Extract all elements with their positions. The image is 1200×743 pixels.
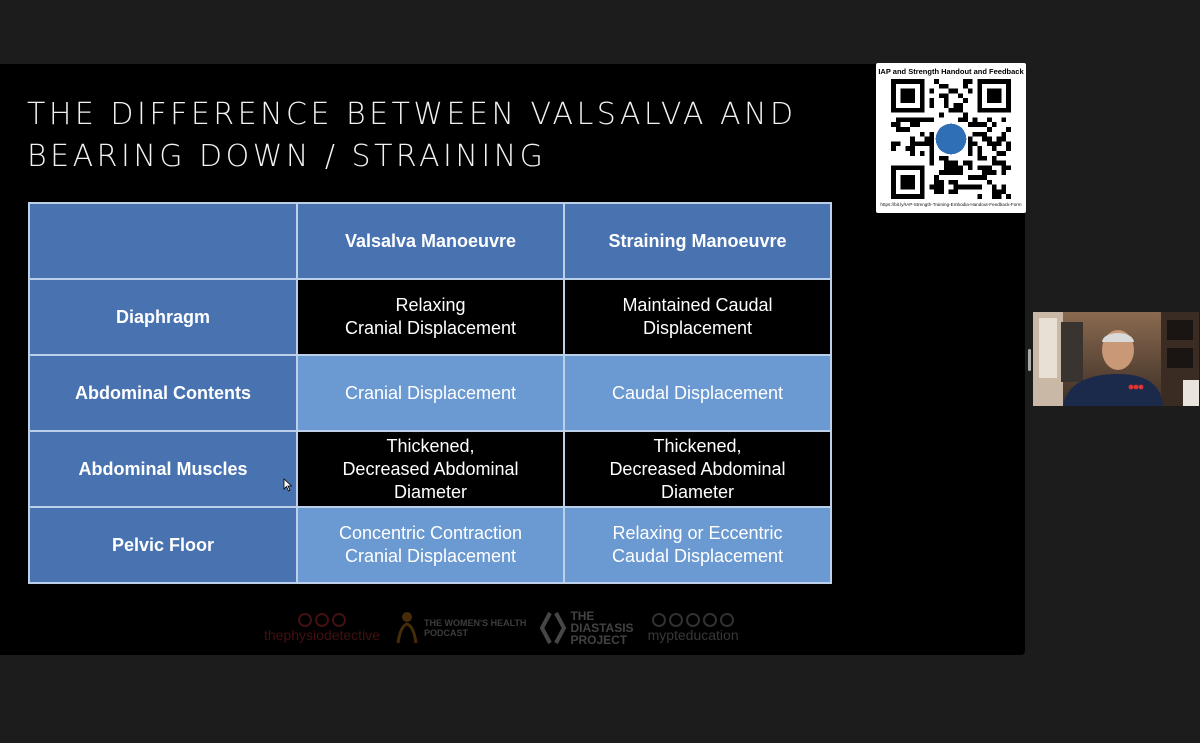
straining-cell: Maintained Caudal Displacement [563, 278, 832, 356]
circle-icon [652, 613, 667, 627]
circle-icon [720, 613, 735, 627]
slide-title: THE DIFFERENCE BETWEEN VALSALVA AND BEAR… [27, 94, 867, 178]
diastasis-line-1: THE [570, 609, 595, 623]
diastasis-line-2: DIASTASIS [570, 621, 634, 635]
womens-health-line-2: PODCAST [423, 628, 468, 638]
mouse-cursor-icon [283, 478, 293, 492]
participant-video-tile[interactable] [1033, 312, 1199, 406]
slide-title-line-1: THE DIFFERENCE BETWEEN VALSALVA AND [27, 97, 797, 132]
header-empty-cell [28, 202, 298, 280]
participant-avatar [1033, 312, 1199, 406]
diastasis-project-logo: THE DIASTASIS PROJECT [540, 609, 634, 647]
qr-card-title: IAP and Strength Handout and Feedback [878, 67, 1024, 76]
row-header-cell: Diaphragm [28, 278, 298, 356]
straining-cell: Thickened, Decreased Abdominal Diameter [563, 430, 832, 508]
womens-health-line-1: THE WOMEN'S HEALTH [423, 618, 527, 628]
valsalva-cell: Thickened, Decreased Abdominal Diameter [296, 430, 565, 508]
row-header-cell: Abdominal Contents [28, 354, 298, 432]
qr-code-card[interactable]: IAP and Strength Handout and Feedback ht… [876, 63, 1026, 213]
valsalva-cell: Concentric Contraction Cranial Displacem… [296, 506, 565, 584]
row-header-cell: Pelvic Floor [28, 506, 298, 584]
circle-icon [331, 613, 346, 627]
womens-health-podcast-logo: THE WOMEN'S HEALTH PODCAST [394, 611, 526, 645]
sponsor-logos: thephysiodetective THE WOMEN'S HEALTH PO… [264, 606, 744, 650]
shared-slide: THE DIFFERENCE BETWEEN VALSALVA AND BEAR… [0, 64, 1025, 655]
diastasis-line-3: PROJECT [570, 633, 628, 647]
video-resize-handle[interactable] [1028, 349, 1031, 371]
circle-icon [297, 613, 312, 627]
straining-cell: Relaxing or Eccentric Caudal Displacemen… [563, 506, 832, 584]
mypt-education-logo: mypteducation [648, 613, 739, 643]
physio-detective-text: thephysiodetective [264, 627, 380, 643]
circle-icon [686, 613, 701, 627]
column-header: Valsalva Manoeuvre [296, 202, 565, 280]
physio-detective-logo: thephysiodetective [264, 613, 380, 643]
circle-icon [669, 613, 684, 627]
qr-card-url: https://bit.ly/IAP-Strength-Training-Emb… [880, 202, 1022, 207]
straining-cell: Caudal Displacement [563, 354, 832, 432]
qr-code-icon [891, 79, 1011, 199]
valsalva-cell: Cranial Displacement [296, 354, 565, 432]
row-header-cell: Abdominal Muscles [28, 430, 298, 508]
circle-icon [703, 613, 718, 627]
mypt-education-text: mypteducation [647, 627, 739, 643]
valsalva-cell: Relaxing Cranial Displacement [296, 278, 565, 356]
column-header: Straining Manoeuvre [563, 202, 832, 280]
slide-title-line-2: BEARING DOWN / STRAINING [27, 139, 547, 174]
circle-icon [314, 613, 329, 627]
diastasis-icon [540, 612, 567, 644]
figure-icon [396, 612, 418, 644]
